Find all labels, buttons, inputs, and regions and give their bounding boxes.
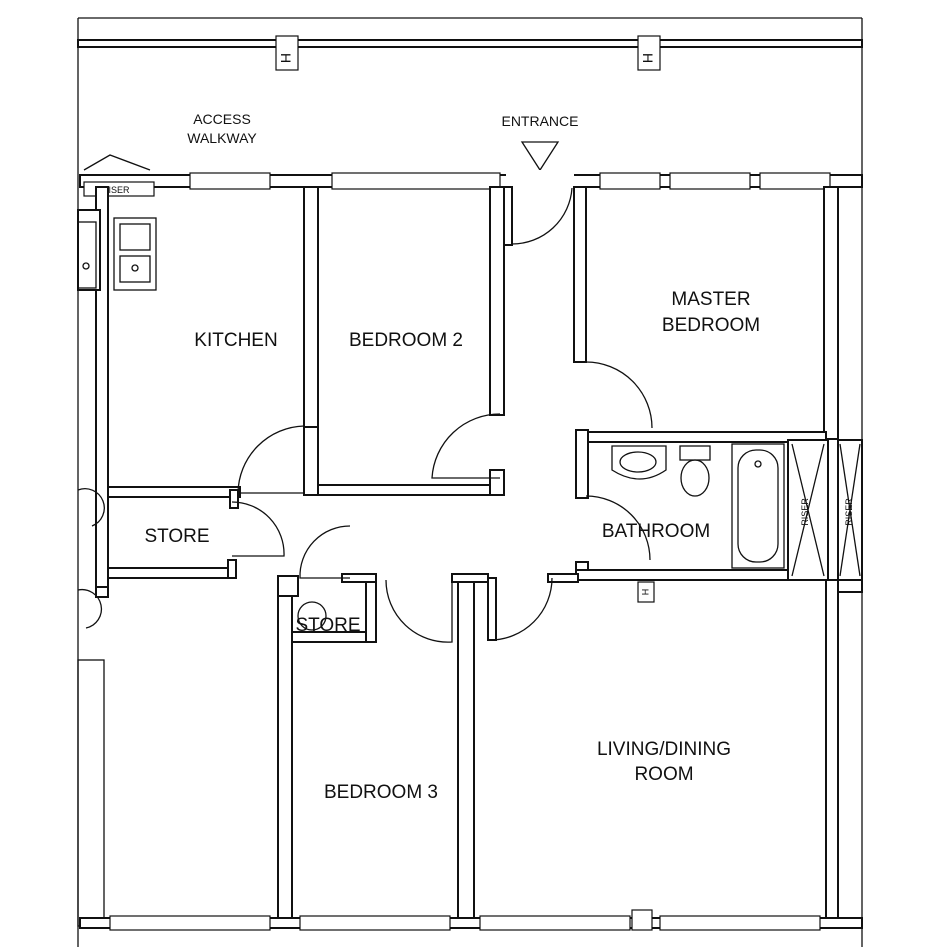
riser-duct-right: RISER [837,439,863,581]
bathroom-basin [611,445,667,480]
entrance-label: ENTRANCE [501,113,578,129]
room-label-bathroom: BATHROOM [602,521,710,542]
room-label-bedroom2: BEDROOM 2 [349,330,463,351]
wall-master-bedroom [573,186,839,443]
room-label-living-1: LIVING/DINING [597,739,731,760]
bathroom-toilet [679,445,711,497]
store2-cylinder [297,601,327,631]
bathroom-door-arc [585,495,651,561]
external-wall-right-lower [825,579,863,927]
room-label-master-2: BEDROOM [662,315,760,336]
walkway-rail [77,35,863,71]
bedroom2-door-arc [431,413,501,479]
wall-bedroom3-living [451,573,579,925]
entrance-door [503,186,573,246]
bathroom-bath [731,443,785,569]
heater-living [637,581,655,603]
wall-bedroom2 [317,186,505,496]
bedroom3-door-arc [385,579,453,643]
living-door-arc [489,577,553,641]
room-label-master-1: MASTER [671,289,750,310]
store2-door-arc [299,525,351,579]
external-wall-left [77,186,109,588]
wall-store2 [277,573,377,925]
external-wall-top [79,170,863,190]
entrance-arrow [520,141,560,172]
wall-kitchen-bedroom2 [303,186,319,496]
room-label-store2: STORE [295,615,360,636]
heater-tag-top-left: H [278,53,294,63]
master-door-arc [585,361,653,429]
room-label-store1: STORE [144,526,209,547]
access-walkway-label-1: ACCESS [193,111,251,127]
wall-kitchen-lower [107,486,241,579]
room-label-bedroom3: BEDROOM 3 [324,782,438,803]
room-label-kitchen: KITCHEN [194,330,277,351]
store1-door-arc [231,501,285,557]
riser-duct-left: RISER [787,439,829,581]
heater-living-label: H [640,589,650,596]
room-label-living-2: ROOM [634,764,693,785]
kitchen-sink [113,217,157,291]
riser-left-label: RISER [800,498,810,526]
riser-right-label: RISER [844,498,854,526]
external-wall-bottom [79,909,863,931]
left-neighbor-sink [77,221,97,289]
kitchen-door-arc [237,425,305,494]
access-walkway-label-2: WALKWAY [187,130,257,146]
heater-tag-top-right: H [640,53,656,63]
riser-tag: RISER [102,185,130,195]
